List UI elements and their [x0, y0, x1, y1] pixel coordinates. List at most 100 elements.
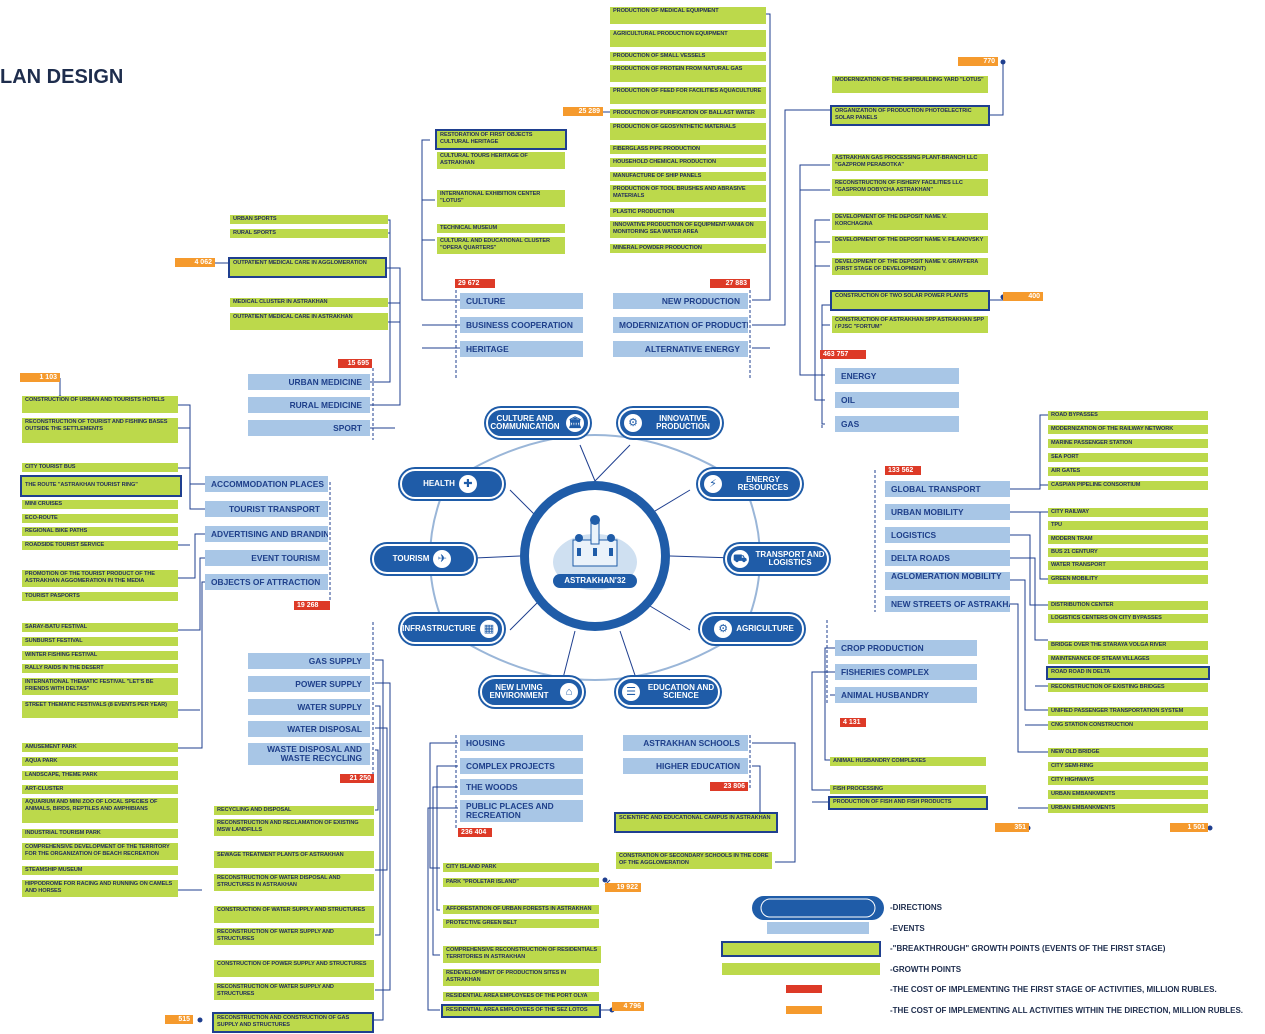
growth-point[interactable]: PRODUCTION OF FEED FOR FACILITIES AQUACU…: [610, 87, 766, 104]
growth-point[interactable]: RECONSTRUCTION OF WATER SUPPLY AND STRUC…: [214, 983, 374, 1000]
growth-point[interactable]: CITY SEMI-RING: [1048, 762, 1208, 771]
growth-point[interactable]: SUNBURST FESTIVAL: [22, 637, 178, 646]
growth-point[interactable]: CITY RAILWAY: [1048, 508, 1208, 517]
direction-transport[interactable]: ⛟TRANSPORT AND LOGISTICS: [725, 544, 829, 574]
direction-living[interactable]: NEW LIVING ENVIRONMENT⌂: [480, 677, 584, 707]
direction-innovative[interactable]: ⚙INNOVATIVE PRODUCTION: [618, 408, 722, 438]
growth-point[interactable]: ASTRAKHAN GAS PROCESSING PLANT-BRANCH LL…: [832, 154, 988, 171]
growth-point[interactable]: AGRICULTURAL PRODUCTION EQUIPMENT: [610, 30, 766, 47]
breakthrough-growth-point[interactable]: ORGANIZATION OF PRODUCTION PHOTOELECTRIC…: [830, 105, 990, 126]
growth-point[interactable]: AIR GATES: [1048, 467, 1208, 476]
direction-health[interactable]: HEALTH✚: [400, 469, 504, 499]
growth-point[interactable]: RESIDENTIAL AREA EMPLOYEES OF THE PORT O…: [443, 992, 599, 1001]
growth-point[interactable]: INDUSTRIAL TOURISM PARK: [22, 829, 178, 838]
growth-point[interactable]: INTERNATIONAL THEMATIC FESTIVAL "LET'S B…: [22, 678, 178, 695]
growth-point[interactable]: TECHNICAL MUSEUM: [437, 224, 565, 233]
growth-point[interactable]: STREET THEMATIC FESTIVALS (8 EVENTS PER …: [22, 701, 178, 718]
growth-point[interactable]: ROADSIDE TOURIST SERVICE: [22, 541, 178, 550]
growth-point[interactable]: RURAL SPORTS: [230, 229, 388, 238]
growth-point[interactable]: PLASTIC PRODUCTION: [610, 208, 766, 217]
direction-culture[interactable]: CULTURE AND COMMUNICATION🏛: [486, 408, 590, 438]
growth-point[interactable]: CONSTRUCTION OF ASTRAKHAN SPP ASTRAKHAN …: [832, 316, 988, 333]
growth-point[interactable]: LOGISTICS CENTERS ON CITY BYPASSES: [1048, 614, 1208, 623]
event-sport[interactable]: SPORT: [248, 420, 370, 436]
growth-point[interactable]: INNOVATIVE PRODUCTION OF EQUIPMENT-VANIA…: [610, 221, 766, 238]
growth-point[interactable]: PRODUCTION OF SMALL VESSELS: [610, 52, 766, 61]
direction-tourism[interactable]: TOURISM✈: [372, 544, 476, 574]
event-gas[interactable]: GAS: [835, 416, 959, 432]
event-crop-production[interactable]: CROP PRODUCTION: [835, 640, 977, 656]
growth-point[interactable]: MODERNIZATION OF THE SHIPBUILDING YARD "…: [832, 76, 988, 93]
breakthrough-growth-point[interactable]: CONSTRUCTION OF TWO SOLAR POWER PLANTS: [830, 290, 990, 311]
growth-point[interactable]: CASPIAN PIPELINE CONSORTIUM: [1048, 481, 1208, 490]
event-business-cooperation[interactable]: BUSINESS COOPERATION: [460, 317, 583, 333]
growth-point[interactable]: CITY TOURIST BUS: [22, 463, 178, 472]
event-fisheries[interactable]: FISHERIES COMPLEX: [835, 664, 977, 680]
event-new-production[interactable]: NEW PRODUCTION: [613, 293, 748, 309]
growth-point[interactable]: INTERNATIONAL EXHIBITION CENTER "LOTUS": [437, 190, 565, 207]
growth-point[interactable]: FIBERGLASS PIPE PRODUCTION: [610, 145, 766, 154]
growth-point[interactable]: CONSTRATION OF SECONDARY SCHOOLS IN THE …: [616, 852, 772, 869]
growth-point[interactable]: MINERAL POWDER PRODUCTION: [610, 244, 766, 253]
direction-infrastructure[interactable]: INFRASTRUCTURE▦: [400, 614, 504, 644]
event-astrakhan-schools[interactable]: ASTRAKHAN SCHOOLS: [623, 735, 748, 751]
growth-point[interactable]: PRODUCTION OF TOOL BRUSHES AND ABRASIVE …: [610, 185, 766, 202]
growth-point[interactable]: UNIFIED PASSENGER TRANSPORTATION SYSTEM: [1048, 707, 1208, 716]
growth-point[interactable]: REGIONAL BIKE PATHS: [22, 527, 178, 536]
growth-point[interactable]: MODERNIZATION OF THE RAILWAY NETWORK: [1048, 425, 1208, 434]
event-new-streets[interactable]: NEW STREETS OF ASTRAKHAN: [885, 596, 1010, 612]
growth-point[interactable]: ANIMAL HUSBANDRY COMPLEXES: [830, 757, 986, 766]
event-water-supply[interactable]: WATER SUPPLY: [248, 699, 370, 715]
event-water-disposal[interactable]: WATER DISPOSAL: [248, 721, 370, 737]
growth-point[interactable]: WATER TRANSPORT: [1048, 561, 1208, 570]
breakthrough-growth-point[interactable]: ROAD ROAD IN DELTA: [1046, 666, 1210, 680]
growth-point[interactable]: SARAY-BATU FESTIVAL: [22, 623, 178, 632]
event-public-places[interactable]: PUBLIC PLACES AND RECREATION: [460, 800, 583, 822]
growth-point[interactable]: MARINE PASSENGER STATION: [1048, 439, 1208, 448]
growth-point[interactable]: MODERN TRAM: [1048, 535, 1208, 544]
growth-point[interactable]: AMUSEMENT PARK: [22, 743, 178, 752]
growth-point[interactable]: TPU: [1048, 521, 1208, 530]
event-urban-mobility[interactable]: URBAN MOBILITY: [885, 504, 1010, 520]
growth-point[interactable]: ROAD BYPASSES: [1048, 411, 1208, 420]
event-housing[interactable]: HOUSING: [460, 735, 583, 751]
event-power-supply[interactable]: POWER SUPPLY: [248, 676, 370, 692]
growth-point[interactable]: CULTURAL TOURS HERITAGE OF ASTRAKHAN: [437, 152, 565, 169]
event-logistics[interactable]: LOGISTICS: [885, 527, 1010, 543]
direction-energy[interactable]: ⚡ENERGY RESOURCES: [698, 469, 802, 499]
growth-point[interactable]: HIPPODROME FOR RACING AND RUNNING ON CAM…: [22, 880, 178, 897]
growth-point[interactable]: BUS 21 CENTURY: [1048, 548, 1208, 557]
event-advertising[interactable]: ADVERTISING AND BRANDING: [205, 526, 328, 542]
event-waste-disposal[interactable]: WASTE DISPOSAL AND WASTE RECYCLING: [248, 743, 370, 765]
growth-point[interactable]: URBAN SPORTS: [230, 215, 388, 224]
growth-point[interactable]: PROMOTION OF THE TOURIST PRODUCT OF THE …: [22, 570, 178, 587]
growth-point[interactable]: SEA PORT: [1048, 453, 1208, 462]
growth-point[interactable]: REDEVELOPMENT OF PRODUCTION SITES IN AST…: [443, 969, 599, 986]
growth-point[interactable]: RECONSTRUCTION OF WATER SUPPLY AND STRUC…: [214, 928, 374, 945]
growth-point[interactable]: MEDICAL CLUSTER IN ASTRAKHAN: [230, 298, 388, 307]
growth-point[interactable]: RECONSTRUCTION OF WATER DISPOSAL AND STR…: [214, 874, 374, 891]
growth-point[interactable]: FISH PROCESSING: [830, 785, 986, 794]
growth-point[interactable]: PRODUCTION OF PURIFICATION OF BALLAST WA…: [610, 109, 766, 118]
growth-point[interactable]: DEVELOPMENT OF THE DEPOSIT NAME V. GRAYF…: [832, 258, 988, 275]
growth-point[interactable]: PRODUCTION OF GEOSYNTHETIC MATERIALS: [610, 123, 766, 140]
growth-point[interactable]: URBAN EMBANKMENTS: [1048, 804, 1208, 813]
growth-point[interactable]: AQUA PARK: [22, 757, 178, 766]
growth-point[interactable]: ART-CLUSTER: [22, 785, 178, 794]
growth-point[interactable]: TOURIST PASPORTS: [22, 592, 178, 601]
breakthrough-growth-point[interactable]: PRODUCTION OF FISH AND FISH PRODUCTS: [828, 796, 988, 810]
growth-point[interactable]: RECONSTRUCTION OF EXISTING BRIDGES: [1048, 683, 1208, 692]
event-culture[interactable]: CULTURE: [460, 293, 583, 309]
event-gas-supply[interactable]: GAS SUPPLY: [248, 653, 370, 669]
growth-point[interactable]: AFFORESTATION OF URBAN FORESTS IN ASTRAK…: [443, 905, 599, 914]
growth-point[interactable]: RECONSTRUCTION AND RECLAMATION OF EXISTI…: [214, 819, 374, 836]
growth-point[interactable]: RECONSTRUCTION OF TOURIST AND FISHING BA…: [22, 418, 178, 443]
growth-point[interactable]: HOUSEHOLD CHEMICAL PRODUCTION: [610, 158, 766, 167]
direction-agriculture[interactable]: ⚙AGRICULTURE: [700, 614, 804, 644]
breakthrough-growth-point[interactable]: RECONSTRUCTION AND CONSTRUCTION OF GAS S…: [212, 1012, 374, 1033]
event-energy[interactable]: ENERGY: [835, 368, 959, 384]
event-higher-education[interactable]: HIGHER EDUCATION: [623, 758, 748, 774]
growth-point[interactable]: PRODUCTION OF MEDICAL EQUIPMENT: [610, 7, 766, 24]
event-urban-medicine[interactable]: URBAN MEDICINE: [248, 374, 370, 390]
growth-point[interactable]: MINI CRUISES: [22, 500, 178, 509]
